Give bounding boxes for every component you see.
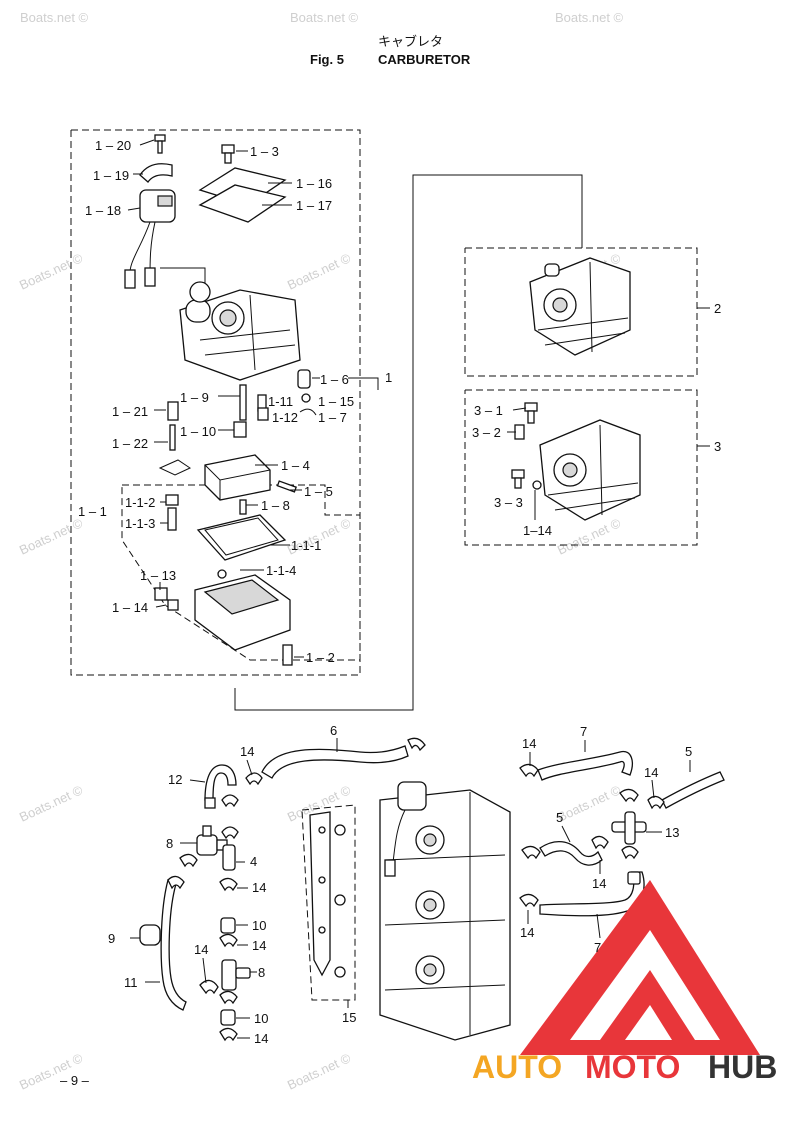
- label-5: 5: [556, 810, 563, 825]
- label-1-19: 1 – 19: [93, 168, 129, 183]
- watermark-text: Boats.net ©: [17, 515, 85, 558]
- watermark-text: Boats.net ©: [285, 250, 353, 293]
- label-9: 9: [108, 931, 115, 946]
- label-1-1-2: 1-1-2: [125, 495, 155, 510]
- label-1-3: 1 – 3: [250, 144, 279, 159]
- label-1-22: 1 – 22: [112, 436, 148, 451]
- label-8: 8: [258, 965, 265, 980]
- label-11: 11: [124, 975, 138, 990]
- label-8: 8: [166, 836, 173, 851]
- label-12: 12: [168, 772, 182, 787]
- automotohub-logo: AUTO MOTO HUB: [472, 880, 777, 1085]
- label-14: 14: [644, 765, 658, 780]
- label-14: 14: [240, 744, 254, 759]
- label-14: 14: [254, 1031, 268, 1046]
- watermark-text: Boats.net ©: [17, 250, 85, 293]
- right-hoses: [519, 750, 725, 917]
- page-number: – 9 –: [60, 1073, 90, 1088]
- label-1-14: 1 – 14: [112, 600, 148, 615]
- frames: [70, 129, 698, 1001]
- label-1-1-1: 1-1-1: [291, 538, 321, 553]
- multi-carburetor-stack: [379, 781, 511, 1041]
- watermark-text: Boats.net ©: [17, 782, 85, 825]
- label-1-18: 1 – 18: [85, 203, 121, 218]
- label-1-20: 1 – 20: [95, 138, 131, 153]
- label-1-9: 1 – 9: [180, 390, 209, 405]
- carburetor-assembly-1: [124, 134, 317, 666]
- label-1-1-4: 1-1-4: [266, 563, 296, 578]
- label-7: 7: [594, 940, 601, 955]
- label-1-13: 1 – 13: [140, 568, 176, 583]
- watermark-text: Boats.net ©: [285, 1050, 353, 1093]
- label-10: 10: [254, 1011, 268, 1026]
- page-title: CARBURETOR: [378, 52, 471, 67]
- label-4: 4: [250, 854, 257, 869]
- carburetor-assembly-2: [529, 257, 631, 356]
- watermark-text: Boats.net ©: [555, 10, 624, 25]
- fuel-hose-system: [139, 737, 426, 1042]
- label-14: 14: [522, 736, 536, 751]
- part-labels: 1 – 20 1 – 19 1 – 18 1 – 3 1 – 16 1 – 17…: [78, 138, 721, 1046]
- logo-text-auto: AUTO: [472, 1049, 562, 1085]
- watermark-text: Boats.net ©: [555, 515, 623, 558]
- label-3-1: 3 – 1: [474, 403, 503, 418]
- label-1-1: 1 – 1: [78, 504, 107, 519]
- label-1-5: 1 – 5: [304, 484, 333, 499]
- label-1-2: 1 – 2: [306, 650, 335, 665]
- title-japanese: キャブレタ: [378, 34, 443, 49]
- logo-text-hub: HUB: [708, 1049, 777, 1085]
- label-3-2: 3 – 2: [472, 425, 501, 440]
- label-5: 5: [685, 744, 692, 759]
- label-10: 10: [252, 918, 266, 933]
- label-1-16: 1 – 16: [296, 176, 332, 191]
- logo-text-moto: MOTO: [585, 1049, 680, 1085]
- watermark-text: Boats.net ©: [555, 782, 623, 825]
- label-1-12: 1-12: [272, 410, 298, 425]
- label-1-10: 1 – 10: [180, 424, 216, 439]
- label-15: 15: [342, 1010, 356, 1025]
- label-2: 2: [714, 301, 721, 316]
- label-14: 14: [252, 938, 266, 953]
- watermark-text: Boats.net ©: [290, 10, 359, 25]
- label-7: 7: [580, 724, 587, 739]
- label-14: 14: [252, 880, 266, 895]
- leader-lines: [127, 139, 710, 1039]
- label-6: 6: [330, 723, 337, 738]
- carburetor-assembly-3: [511, 402, 641, 521]
- label-1-15: 1 – 15: [318, 394, 354, 409]
- watermark-text: Boats.net ©: [20, 10, 89, 25]
- label-1-8: 1 – 8: [261, 498, 290, 513]
- label-14: 14: [194, 942, 208, 957]
- label-1-7: 1 – 7: [318, 410, 347, 425]
- label-1-4: 1 – 4: [281, 458, 310, 473]
- label-14: 14: [520, 925, 534, 940]
- label-1-6: 1 – 6: [320, 372, 349, 387]
- label-13: 13: [665, 825, 679, 840]
- label-1-11: 1-11: [268, 394, 293, 409]
- label-3-14: 1–14: [523, 523, 552, 538]
- label-1-21: 1 – 21: [112, 404, 148, 419]
- label-3-3: 3 – 3: [494, 495, 523, 510]
- label-1-17: 1 – 17: [296, 198, 332, 213]
- label-1: 1: [385, 370, 392, 385]
- label-1-1-3: 1-1-3: [125, 516, 155, 531]
- label-14: 14: [592, 876, 606, 891]
- figure-number: Fig. 5: [310, 52, 344, 67]
- label-3: 3: [714, 439, 721, 454]
